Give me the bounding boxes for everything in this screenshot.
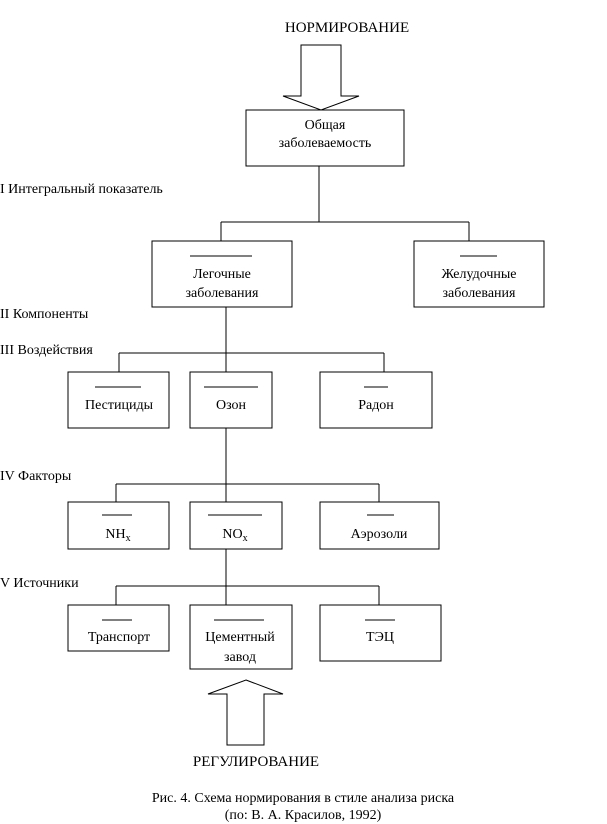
node-radon-label: Радон [358,398,394,413]
node-nhx-main: NH [105,527,125,542]
node-transport: Транспорт [67,604,170,652]
level-4-label: IV Факторы [0,469,72,484]
node-nox: NOx [189,501,283,550]
node-radon: Радон [319,371,433,429]
figure-caption-line1: Рис. 4. Схема нормирования в стиле анали… [152,791,455,806]
node-nox-main: NO [222,527,242,542]
node-transport-label: Транспорт [88,630,150,645]
figure-caption-line2: (по: В. А. Красилов, 1992) [225,808,382,823]
node-nhx-label: NHx [105,527,130,544]
node-pesticides-label: Пестициды [85,398,154,413]
node-general-line2: заболеваемость [279,136,372,151]
node-cement-line2: завод [224,650,256,665]
bottom-up-arrow [207,679,284,746]
node-tec-label: ТЭЦ [366,630,394,645]
level-1-label: I Интегральный показатель [0,182,163,197]
top-down-arrow [282,44,360,111]
node-pulmonary-line1: Легочные [193,267,251,282]
node-tec: ТЭЦ [319,604,442,662]
node-general-line1: Общая [305,118,346,133]
node-cement-line1: Цементный [205,630,275,645]
level-2-label: II Компоненты [0,307,89,322]
level-5-label: V Источники [0,576,79,591]
node-pesticides: Пестициды [67,371,170,429]
node-ozone-label: Озон [216,398,247,413]
node-gastric-diseases: Желудочные заболевания [413,240,545,308]
node-cement-plant: Цементный завод [189,604,293,670]
node-ozone: Озон [189,371,273,429]
node-nhx: NHx [67,501,170,550]
top-label: НОРМИРОВАНИЕ [285,20,409,36]
level-3-label: III Воздействия [0,343,93,358]
node-nox-sub: x [243,533,248,544]
node-gastric-line2: заболевания [443,286,517,301]
connectors [115,166,470,605]
node-nox-label: NOx [222,527,247,544]
node-pulmonary-line2: заболевания [186,286,260,301]
node-gastric-line1: Желудочные [441,267,516,282]
node-general-morbidity: Общая заболеваемость [245,109,405,167]
node-aerosols: Аэрозоли [319,501,440,550]
node-aerosols-label: Аэрозоли [351,527,408,542]
bottom-label: РЕГУЛИРОВАНИЕ [193,754,319,770]
node-pulmonary-diseases: Легочные заболевания [151,240,293,308]
node-nhx-sub: x [126,533,131,544]
